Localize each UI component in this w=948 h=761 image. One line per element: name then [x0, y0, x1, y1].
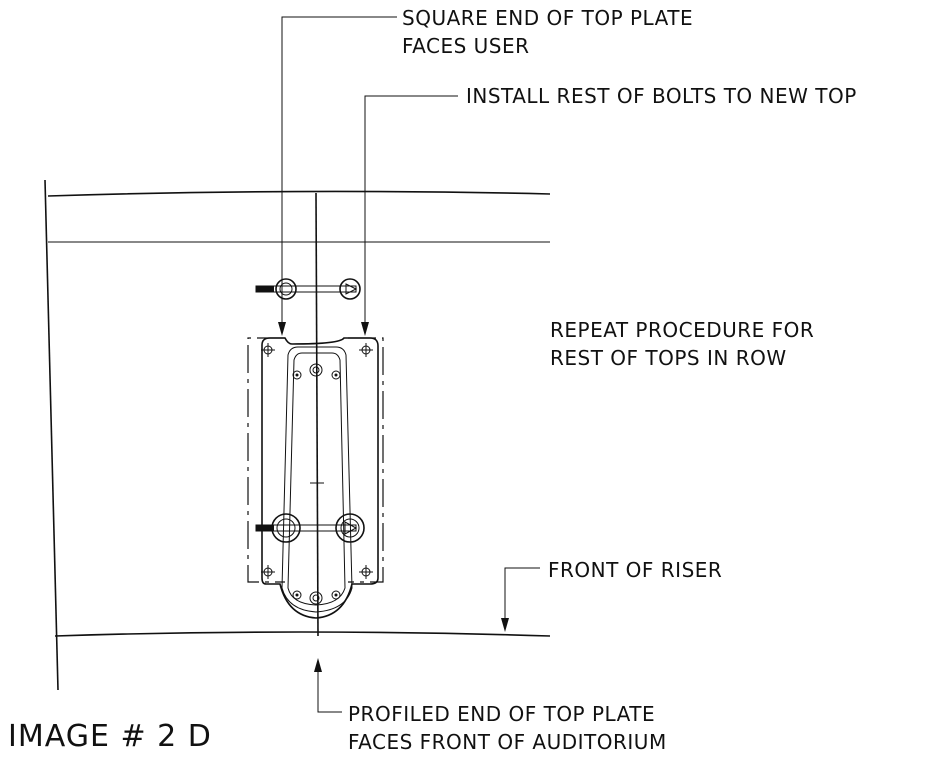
label-profiled-line1: PROFILED END OF TOP PLATE	[348, 702, 656, 726]
label-repeat-line1: REPEAT PROCEDURE FOR	[550, 318, 815, 342]
front-riser-line	[54, 631, 551, 637]
lower-bolt-assembly	[255, 513, 365, 543]
leader-install-bolts	[361, 95, 458, 336]
image-id-label: IMAGE # 2 D	[8, 719, 212, 754]
label-square-end-line1: SQUARE END OF TOP PLATE	[402, 6, 694, 30]
leader-front-riser	[501, 567, 540, 632]
leader-square-end	[278, 16, 397, 336]
bolt-hole-group	[261, 343, 373, 579]
screw-group	[292, 363, 341, 605]
top-edge-line	[47, 190, 551, 197]
label-install-bolts: INSTALL REST OF BOLTS TO NEW TOP	[466, 84, 857, 108]
top-plate	[261, 337, 379, 619]
seat-seam-line	[315, 192, 319, 637]
upper-bolt-assembly	[255, 278, 361, 300]
label-front-riser: FRONT OF RISER	[548, 558, 723, 582]
label-profiled-line2: FACES FRONT OF AUDITORIUM	[348, 730, 667, 754]
label-square-end-line2: FACES USER	[402, 34, 530, 58]
leader-profiled-end	[314, 658, 342, 713]
old-top-plate-dashed	[247, 337, 384, 583]
label-repeat-line2: REST OF TOPS IN ROW	[550, 346, 787, 370]
left-edge-line	[44, 179, 59, 691]
